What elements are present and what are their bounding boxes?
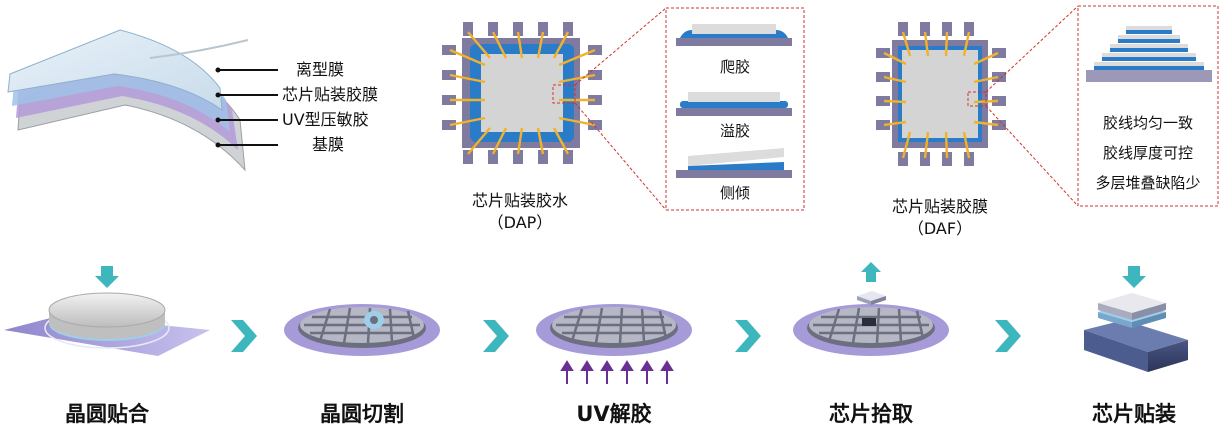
daf-title: 芯片贴装胶膜 — [891, 197, 988, 216]
dap-callout — [552, 7, 805, 211]
daf-package — [876, 22, 1006, 166]
layer-leader-lines — [218, 69, 278, 146]
laminated-film-illustration — [7, 29, 249, 172]
dap-issue-creep: 爬胶 — [719, 58, 750, 76]
daf-callout — [967, 5, 1219, 207]
dap-issue-tilt: 侧倾 — [719, 184, 750, 202]
layer-label-release-film: 离型膜 — [296, 60, 345, 79]
dap-defect-illustrations — [676, 24, 792, 178]
step-label-die-attach: 芯片贴装 — [1092, 402, 1176, 426]
process-chevrons — [231, 320, 1021, 352]
chevron-right-icon — [995, 320, 1021, 352]
layer-label-uv-psa: UV型压敏胶 — [282, 110, 369, 129]
layer-label-base-film: 基膜 — [312, 135, 345, 154]
dap-bond-wires — [449, 31, 596, 155]
down-arrow-icon — [95, 266, 119, 288]
daf-pads — [876, 22, 1006, 166]
dap-package — [442, 22, 602, 164]
step-label-wafer-dicing: 晶圆切割 — [320, 402, 404, 426]
step-label-uv-release: UV解胶 — [576, 402, 652, 426]
step-label-die-pickup: 芯片拾取 — [829, 402, 913, 426]
step-wafer-mounting-illustration — [4, 266, 210, 356]
chevron-right-icon — [483, 320, 509, 352]
step-wafer-dicing-illustration — [284, 304, 440, 356]
layer-label-die-attach-film: 芯片贴装胶膜 — [282, 85, 379, 104]
daf-benefit-uniform: 胶线均匀一致 — [1102, 114, 1193, 132]
dap-issue-overflow: 溢胶 — [719, 122, 750, 140]
daf-abbr: （DAF） — [907, 219, 973, 238]
down-arrow-icon — [1122, 266, 1146, 288]
daf-stack-illustration — [1086, 26, 1212, 82]
daf-benefit-stacking: 多层堆叠缺陷少 — [1095, 174, 1201, 192]
chevron-right-icon — [231, 320, 257, 352]
dap-title: 芯片贴装胶水 — [471, 191, 568, 210]
uv-arrows — [560, 360, 674, 384]
up-arrow-icon — [861, 262, 881, 282]
step-die-attach-illustration — [1084, 266, 1188, 372]
step-uv-release-illustration — [536, 304, 692, 384]
step-die-pickup-illustration — [793, 262, 949, 356]
dap-abbr: （DAP） — [487, 213, 553, 232]
daf-benefit-thickness: 胶线厚度可控 — [1102, 144, 1193, 162]
step-label-wafer-mounting: 晶圆贴合 — [65, 402, 149, 426]
daf-bond-wires — [883, 31, 999, 159]
chevron-right-icon — [735, 320, 761, 352]
